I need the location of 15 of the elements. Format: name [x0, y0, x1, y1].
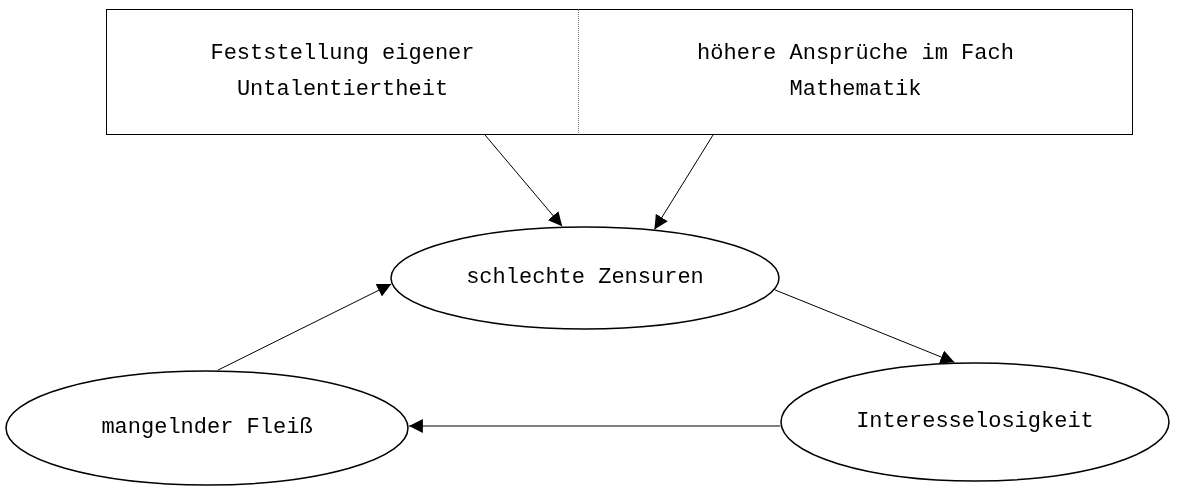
- node-text: höhere Ansprüche im Fach Mathematik: [696, 40, 1015, 104]
- text-box: [579, 9, 1133, 135]
- arrow: [217, 283, 392, 371]
- arrow: [408, 419, 781, 433]
- ellipse-node: [5, 370, 409, 486]
- node-text: Interesselosigkeit: [856, 408, 1094, 436]
- node-text: mangelnder Fleiß: [101, 414, 313, 442]
- node-text: Feststellung eigener Untalentiertheit: [209, 40, 476, 104]
- node-text: schlechte Zensuren: [466, 264, 704, 292]
- arrow: [484, 134, 563, 227]
- ellipse-node: [780, 362, 1170, 482]
- ellipse-node: [390, 226, 780, 330]
- arrow: [774, 289, 955, 364]
- arrow: [653, 134, 714, 230]
- text-box: [106, 9, 579, 135]
